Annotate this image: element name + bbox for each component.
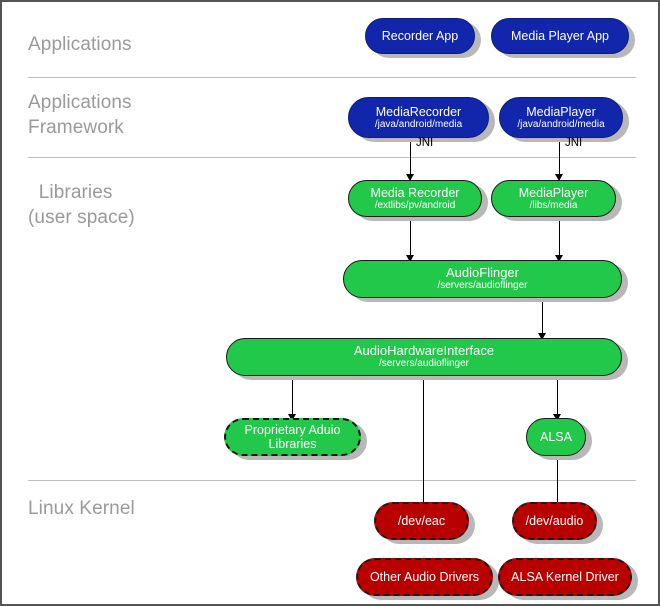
arrowhead-mediarecorder-audioflinger — [406, 255, 414, 262]
node-alsa-kernel-driver[interactable]: ALSA Kernel Driver — [498, 558, 632, 596]
section-label-kernel: Linux Kernel — [28, 498, 135, 519]
node-audioflinger[interactable]: AudioFlinger /servers/audioflinger — [343, 260, 622, 298]
node-proprietary-audio-libs-subtitle: Libraries — [268, 437, 317, 451]
node-mediaplayer-fw-title: MediaPlayer — [526, 104, 596, 119]
node-mediaplayer-lib-subtitle: /libs/media — [529, 199, 578, 211]
node-audioflinger-title: AudioFlinger — [446, 265, 519, 280]
node-audioflinger-subtitle: /servers/audioflinger — [437, 280, 528, 291]
arrowhead-mediaplayer-audioflinger — [555, 255, 563, 262]
connector-mediaplayer-jni — [559, 142, 560, 180]
node-alsa-title: ALSA — [540, 430, 572, 444]
divider-framework — [28, 157, 636, 158]
node-audiohardwareinterface-subtitle: /servers/audioflinger — [378, 358, 470, 369]
arrowhead-mediarecorder-jni — [406, 174, 414, 181]
connector-ahi-alsa — [557, 377, 558, 419]
node-media-player-app-title: Media Player App — [511, 29, 609, 43]
section-label-framework: Applications Framework — [28, 92, 132, 138]
node-mediaplayer-lib[interactable]: MediaPlayer /libs/media — [491, 180, 616, 217]
connector-mediarecorder-audioflinger — [410, 221, 411, 260]
connector-ahi-dev-eac — [423, 377, 424, 507]
node-other-audio-drivers[interactable]: Other Audio Drivers — [356, 558, 493, 596]
section-label-libraries: Libraries (user space) — [28, 182, 135, 228]
node-dev-audio[interactable]: /dev/audio — [512, 502, 597, 540]
node-dev-eac-title: /dev/eac — [397, 514, 446, 528]
node-dev-audio-title: /dev/audio — [525, 514, 584, 528]
connector-audioflinger-ahi — [542, 300, 543, 338]
node-mediaplayer-fw-subtitle: /java/android/media — [517, 118, 605, 130]
node-media-recorder-lib-title: Media Recorder — [370, 185, 460, 200]
node-other-audio-drivers-title: Other Audio Drivers — [369, 570, 480, 584]
edge-label-jni-left: JNI — [416, 137, 434, 149]
connector-mediaplayer-audioflinger — [559, 221, 560, 260]
node-media-recorder-lib-subtitle: /extlibs/pv/android — [374, 199, 456, 211]
divider-libraries — [28, 480, 636, 481]
arrowhead-audioflinger-ahi — [538, 333, 546, 340]
node-audiohardwareinterface[interactable]: AudioHardwareInterface /servers/audiofli… — [226, 338, 622, 376]
node-recorder-app[interactable]: Recorder App — [365, 18, 475, 54]
node-media-recorder-lib[interactable]: Media Recorder /extlibs/pv/android — [348, 180, 482, 217]
node-mediaplayer-lib-title: MediaPlayer — [518, 185, 589, 200]
node-mediaplayer-fw[interactable]: MediaPlayer /java/android/media — [499, 97, 623, 138]
section-label-applications: Applications — [28, 34, 132, 55]
node-alsa[interactable]: ALSA — [526, 418, 586, 456]
edge-label-jni-right: JNI — [565, 137, 583, 149]
connector-mediarecorder-jni — [410, 142, 411, 180]
node-media-player-app[interactable]: Media Player App — [491, 18, 629, 54]
connector-alsa-dev-audio — [557, 457, 558, 507]
node-mediarecorder-fw-subtitle: /java/android/media — [374, 118, 463, 130]
node-dev-eac[interactable]: /dev/eac — [374, 502, 469, 540]
node-mediarecorder-fw-title: MediaRecorder — [375, 104, 462, 119]
connector-ahi-proprietary — [292, 377, 293, 419]
node-audiohardwareinterface-title: AudioHardwareInterface — [353, 343, 495, 358]
arrowhead-mediaplayer-jni — [555, 174, 563, 181]
node-mediarecorder-fw[interactable]: MediaRecorder /java/android/media — [348, 97, 489, 138]
divider-applications — [28, 77, 636, 78]
node-recorder-app-title: Recorder App — [381, 29, 459, 43]
node-alsa-kernel-driver-title: ALSA Kernel Driver — [511, 570, 619, 584]
node-proprietary-audio-libs-title: Proprietary Aduio — [244, 423, 341, 437]
node-proprietary-audio-libs[interactable]: Proprietary Aduio Libraries — [224, 418, 361, 456]
